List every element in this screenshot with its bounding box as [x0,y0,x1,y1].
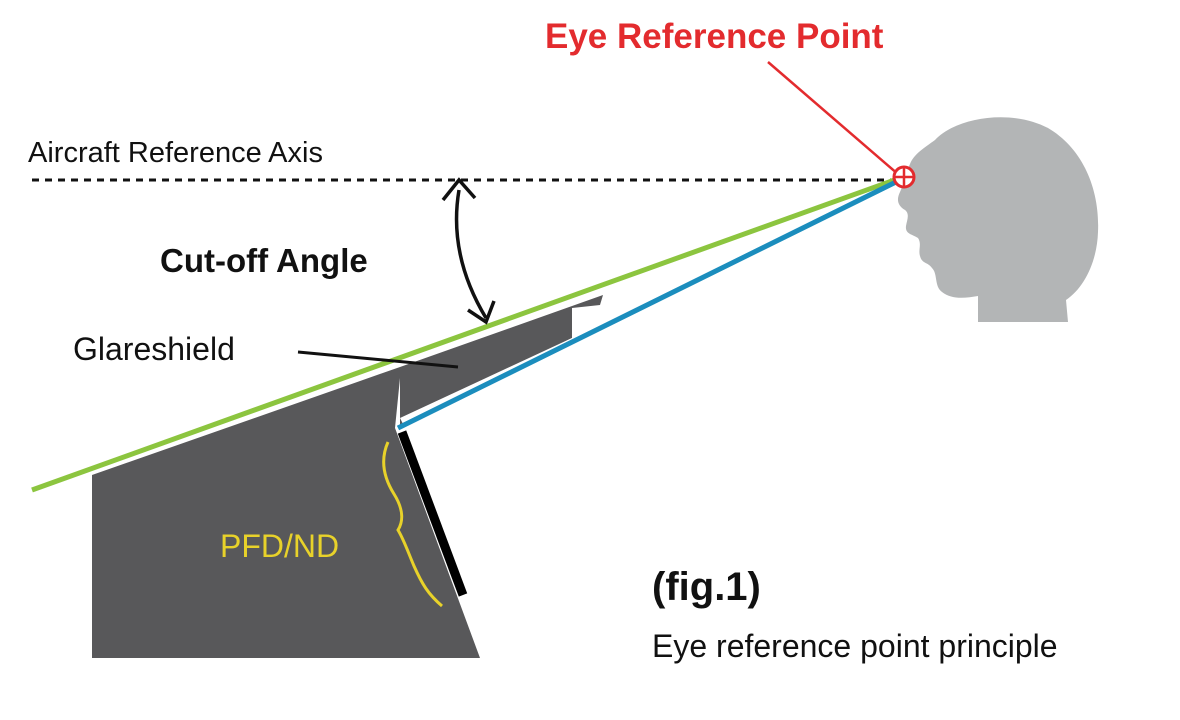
eye-reference-leader [767,61,900,176]
figure-number: (fig.1) [652,565,761,609]
head-silhouette-icon [897,117,1099,322]
blue-sight-line [396,177,902,431]
instrument-panel [92,367,480,658]
cut-off-angle-label: Cut-off Angle [160,242,368,279]
pfd-nd-brace [382,441,443,608]
green-sight-line [31,175,901,493]
cut-off-angle-arrow [441,177,496,325]
aircraft-reference-axis-label: Aircraft Reference Axis [28,137,323,169]
pfd-nd-display [397,430,468,597]
figure-caption: Eye reference point principle [652,628,1058,664]
pfd-nd-label: PFD/ND [220,528,339,564]
glareshield-leader [297,350,459,369]
eye-reference-point-label: Eye Reference Point [545,17,884,56]
glareshield-shape [400,295,603,425]
crosshair-circle-icon [892,165,916,189]
glareshield-label: Glareshield [73,331,235,367]
